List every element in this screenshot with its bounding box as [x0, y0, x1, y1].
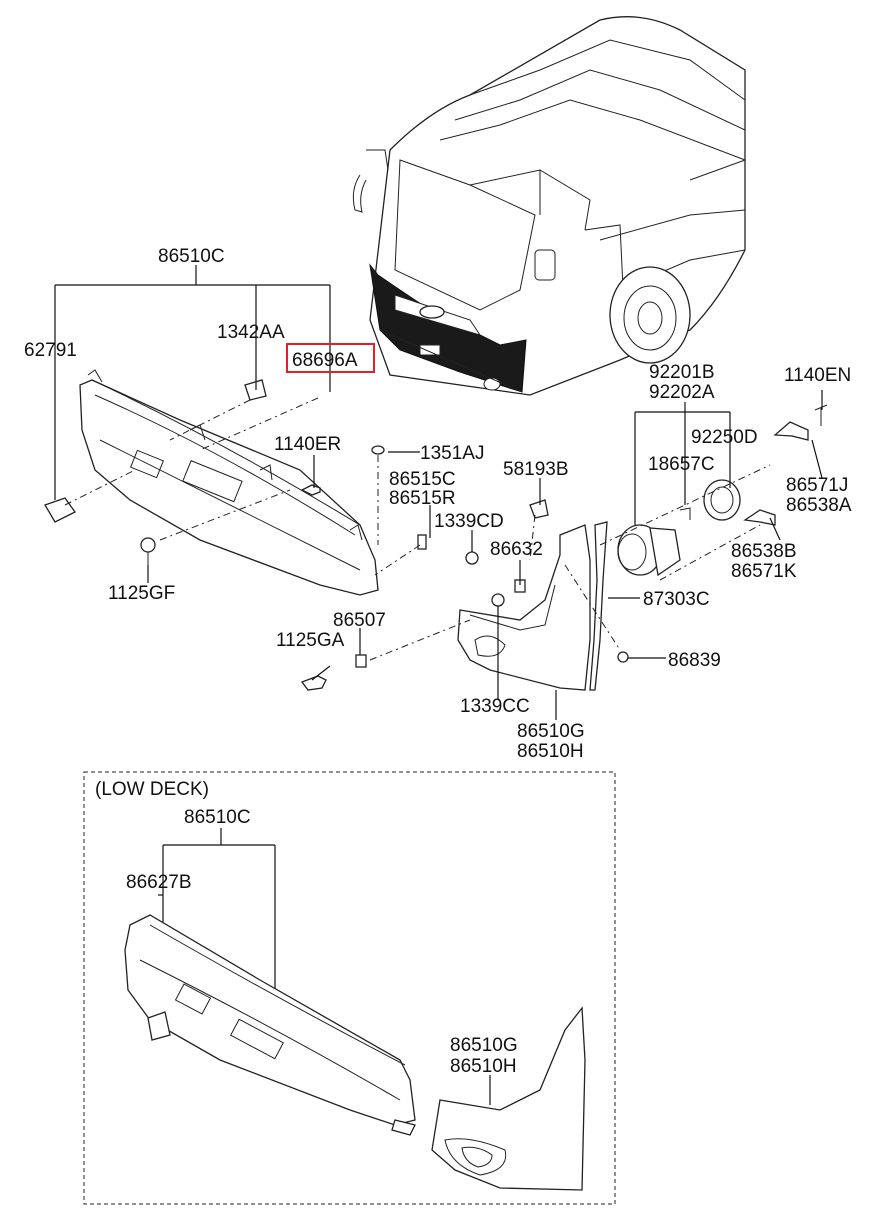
label-86510h-low[interactable]: 86510H	[450, 1056, 517, 1077]
label-92201b[interactable]: 92201B	[649, 362, 715, 383]
label-1339cd[interactable]: 1339CD	[434, 511, 504, 532]
label-86507[interactable]: 86507	[333, 610, 386, 631]
label-86538b[interactable]: 86538B	[731, 541, 797, 562]
label-86538a[interactable]: 86538A	[786, 495, 852, 516]
label-86839[interactable]: 86839	[668, 650, 721, 671]
low-deck-section	[83, 771, 616, 1205]
label-1351aj[interactable]: 1351AJ	[420, 443, 484, 464]
corner-bumper-86510g	[457, 521, 608, 691]
label-92202a[interactable]: 92202A	[649, 382, 715, 403]
label-87303c[interactable]: 87303C	[643, 589, 710, 610]
label-1125gf[interactable]: 1125GF	[108, 583, 175, 604]
label-86510c-low[interactable]: 86510C	[184, 807, 251, 828]
label-86632[interactable]: 86632	[490, 539, 543, 560]
leader-lines-upper	[54, 265, 823, 720]
fog-lamp-assembly	[617, 404, 828, 577]
assembly-dash-lines	[64, 397, 771, 661]
label-1339cc[interactable]: 1339CC	[460, 696, 530, 717]
label-86571j[interactable]: 86571J	[786, 475, 848, 496]
label-1125ga[interactable]: 1125GA	[276, 630, 345, 651]
label-86510g-low[interactable]: 86510G	[450, 1035, 518, 1056]
label-86510g[interactable]: 86510G	[517, 721, 585, 742]
label-86571k[interactable]: 86571K	[731, 561, 797, 582]
label-86510c[interactable]: 86510C	[158, 246, 225, 267]
part-labels: 86510C 62791 1342AA 68696A 1140ER 1351AJ…	[24, 246, 852, 1077]
label-18657c[interactable]: 18657C	[648, 454, 715, 475]
bus-illustration	[352, 16, 746, 396]
low-deck-title: (LOW DECK)	[95, 779, 209, 800]
highlight-box-68696a	[286, 343, 375, 373]
front-bumper-86510c	[44, 369, 379, 596]
label-1342aa[interactable]: 1342AA	[217, 322, 285, 343]
label-1140en[interactable]: 1140EN	[784, 365, 851, 386]
label-1140er[interactable]: 1140ER	[274, 434, 341, 455]
label-68696a[interactable]: 68696A	[292, 350, 358, 371]
label-86515c[interactable]: 86515C	[389, 469, 456, 490]
label-86510h[interactable]: 86510H	[517, 741, 584, 762]
label-86627b[interactable]: 86627B	[126, 872, 192, 893]
label-92250d[interactable]: 92250D	[691, 427, 758, 448]
label-62791[interactable]: 62791	[24, 340, 77, 361]
label-58193b[interactable]: 58193B	[503, 459, 569, 480]
label-86515r[interactable]: 86515R	[389, 488, 456, 509]
